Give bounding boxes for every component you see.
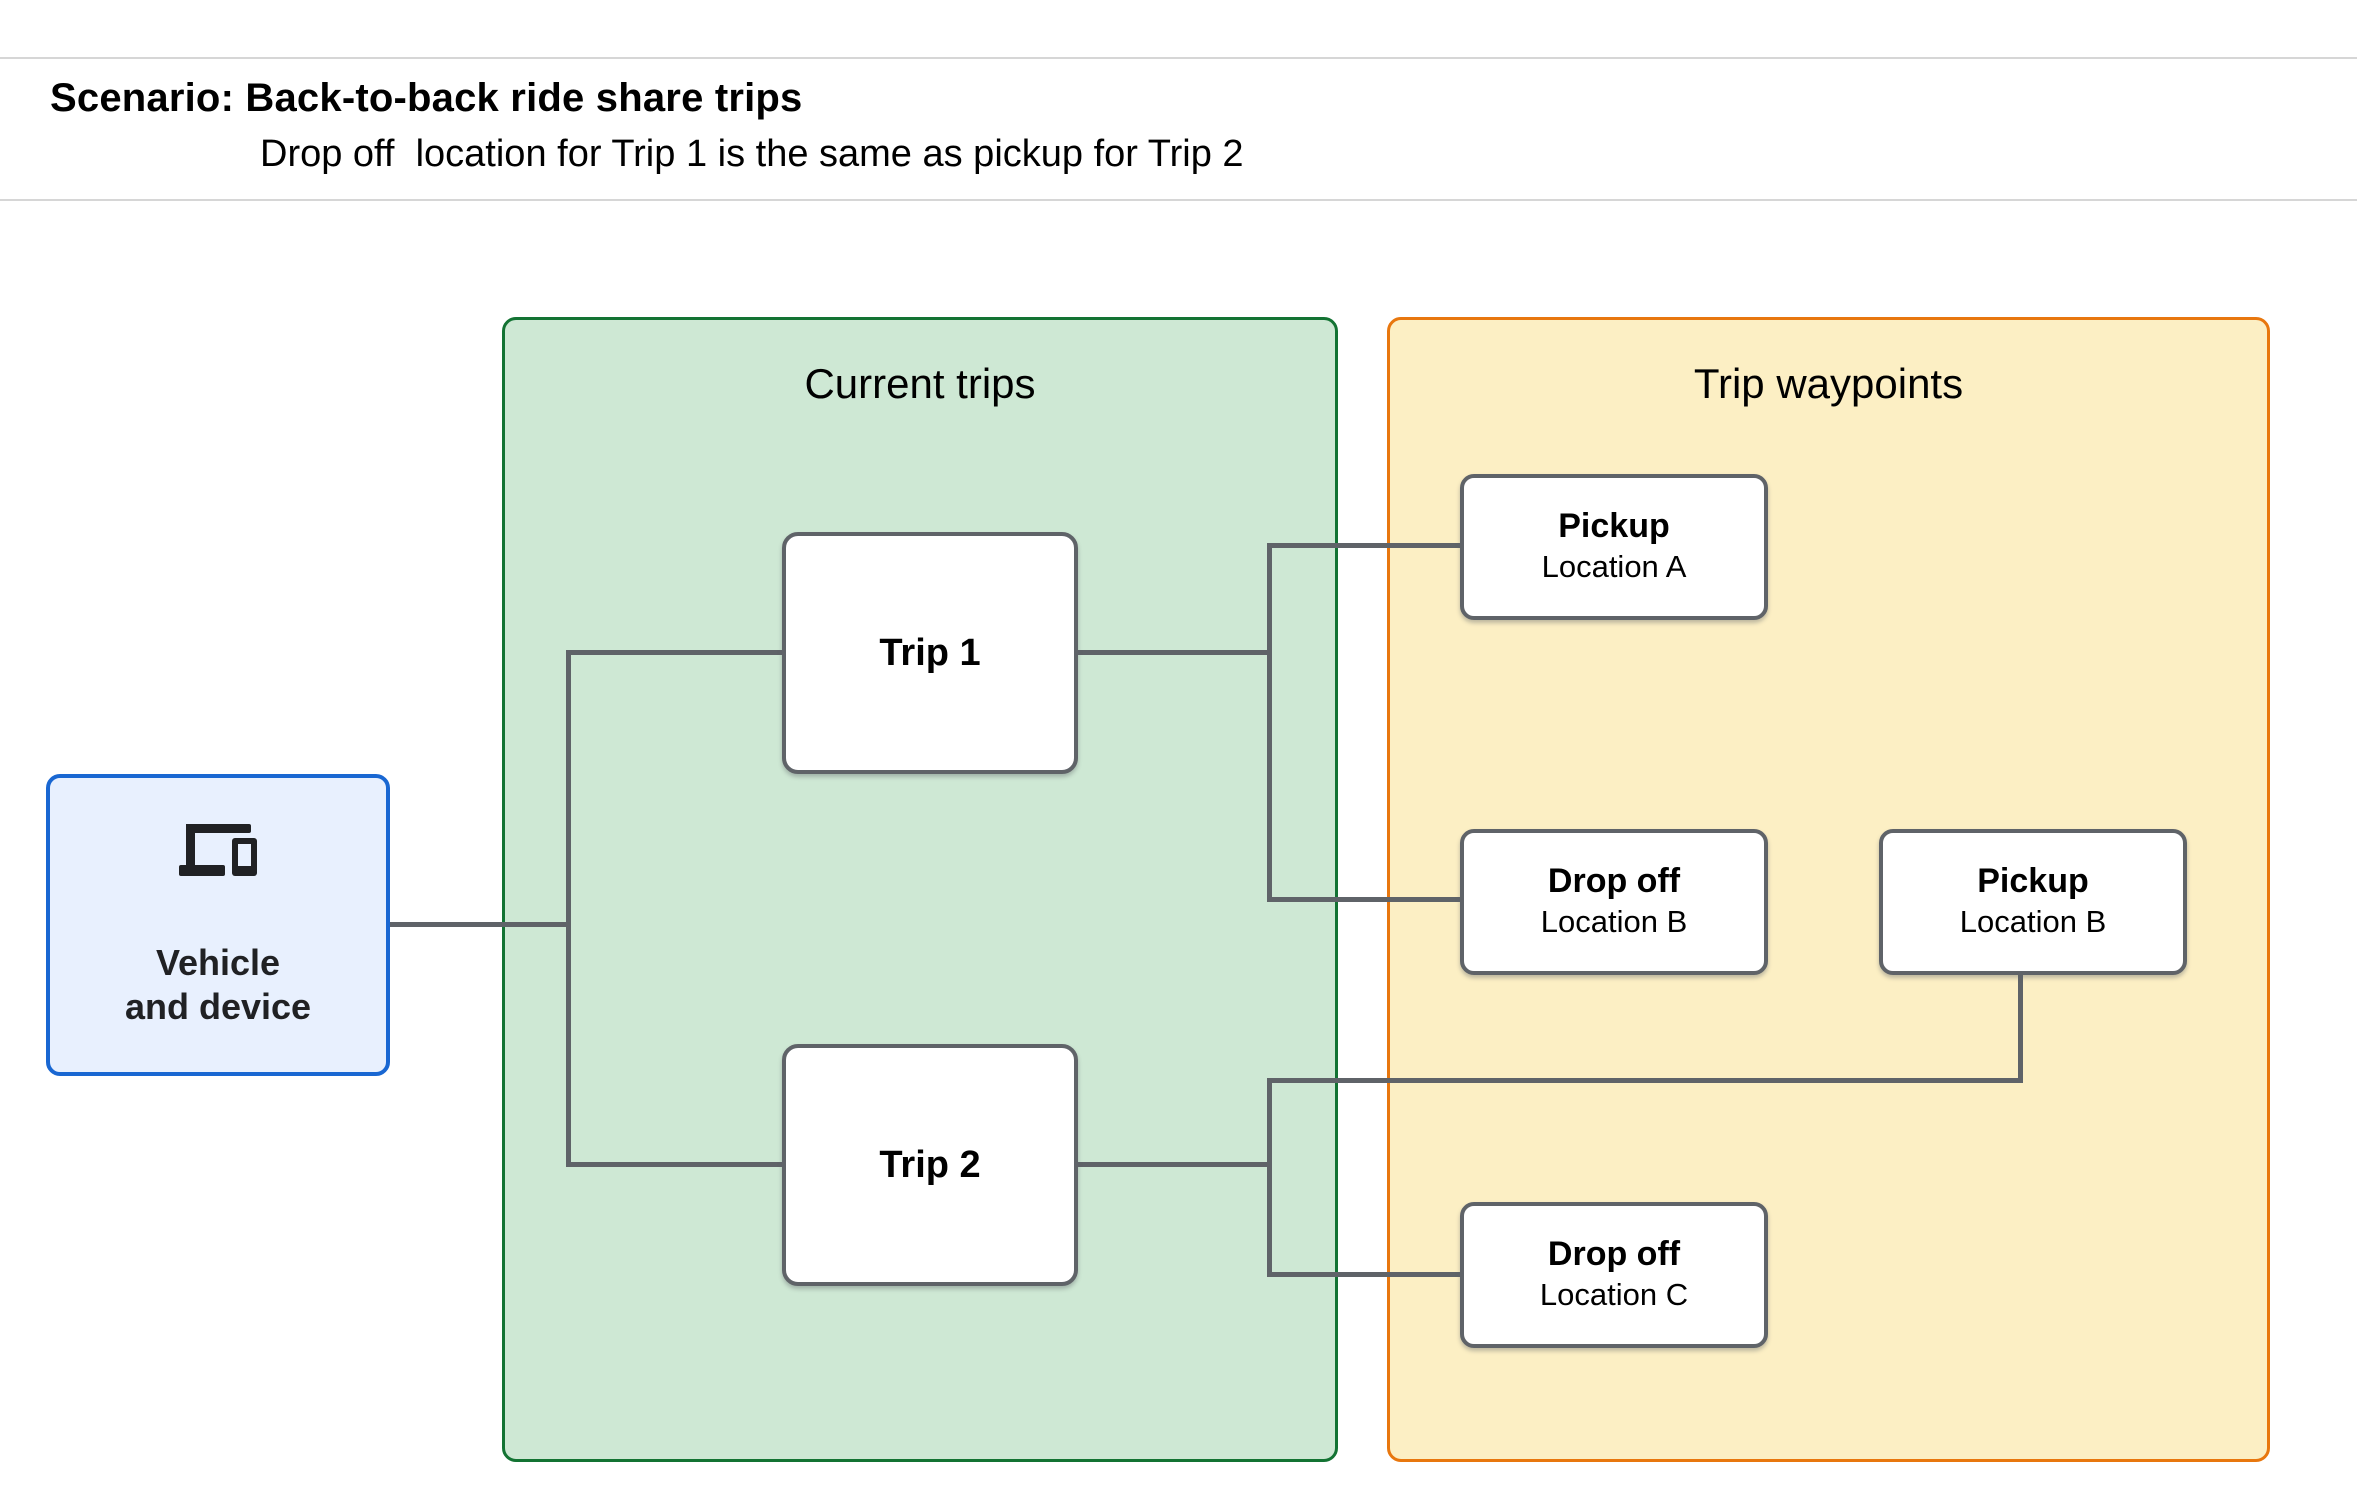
waypoint-type: Pickup xyxy=(1558,507,1670,546)
vehicle-label-line2: and device xyxy=(124,986,312,1027)
connector-branch-to-trip2 xyxy=(569,1162,784,1167)
connector-trip1-to-pickup-a xyxy=(1270,543,1462,548)
vehicle-node-label: Vehicle and device xyxy=(125,941,311,1029)
connector-pickup-b-down xyxy=(2018,973,2023,1083)
pickup-location-b-node: Pickup Location B xyxy=(1879,829,2187,975)
connector-trip2-branch xyxy=(1267,1078,1272,1277)
connector-branch-to-trip1 xyxy=(569,650,784,655)
connector-trip2-out xyxy=(1078,1162,1272,1167)
connector-trip1-branch xyxy=(1267,543,1272,902)
dropoff-location-b-node: Drop off Location B xyxy=(1460,829,1768,975)
connector-vehicle-out xyxy=(390,922,571,927)
dropoff-location-c-node: Drop off Location C xyxy=(1460,1202,1768,1348)
waypoint-location: Location B xyxy=(1540,904,1688,940)
connector-trip1-out xyxy=(1078,650,1272,655)
vehicle-label-line1: Vehicle xyxy=(155,942,281,983)
pickup-location-a-node: Pickup Location A xyxy=(1460,474,1768,620)
trip-2-label: Trip 2 xyxy=(879,1143,981,1186)
waypoint-location: Location A xyxy=(1541,549,1687,585)
top-divider xyxy=(0,57,2357,59)
waypoint-type: Pickup xyxy=(1977,862,2089,901)
laptop-phone-icon xyxy=(179,824,257,881)
trip-2-node: Trip 2 xyxy=(782,1044,1078,1286)
current-trips-panel-title: Current trips xyxy=(804,360,1036,407)
waypoint-type: Drop off xyxy=(1547,862,1681,901)
connector-trip1-to-dropoff-b xyxy=(1270,897,1462,902)
trip-waypoints-panel-title: Trip waypoints xyxy=(1693,360,1964,407)
connector-vehicle-branch xyxy=(566,650,571,1167)
page-title: Scenario: Back-to-back ride share trips xyxy=(50,76,803,120)
waypoint-location: Location C xyxy=(1539,1277,1689,1313)
header-divider xyxy=(0,199,2357,201)
vehicle-and-device-node: Vehicle and device xyxy=(46,774,390,1076)
page-subtitle: Drop off location for Trip 1 is the same… xyxy=(260,133,1244,175)
trip-1-label: Trip 1 xyxy=(879,631,981,674)
connector-trip2-to-dropoff-c xyxy=(1270,1272,1462,1277)
current-trips-panel: Current trips xyxy=(502,317,1338,1462)
trip-1-node: Trip 1 xyxy=(782,532,1078,774)
waypoint-location: Location B xyxy=(1959,904,2107,940)
waypoint-type: Drop off xyxy=(1547,1235,1681,1274)
connector-trip2-to-pickup-b xyxy=(1270,1078,2023,1083)
